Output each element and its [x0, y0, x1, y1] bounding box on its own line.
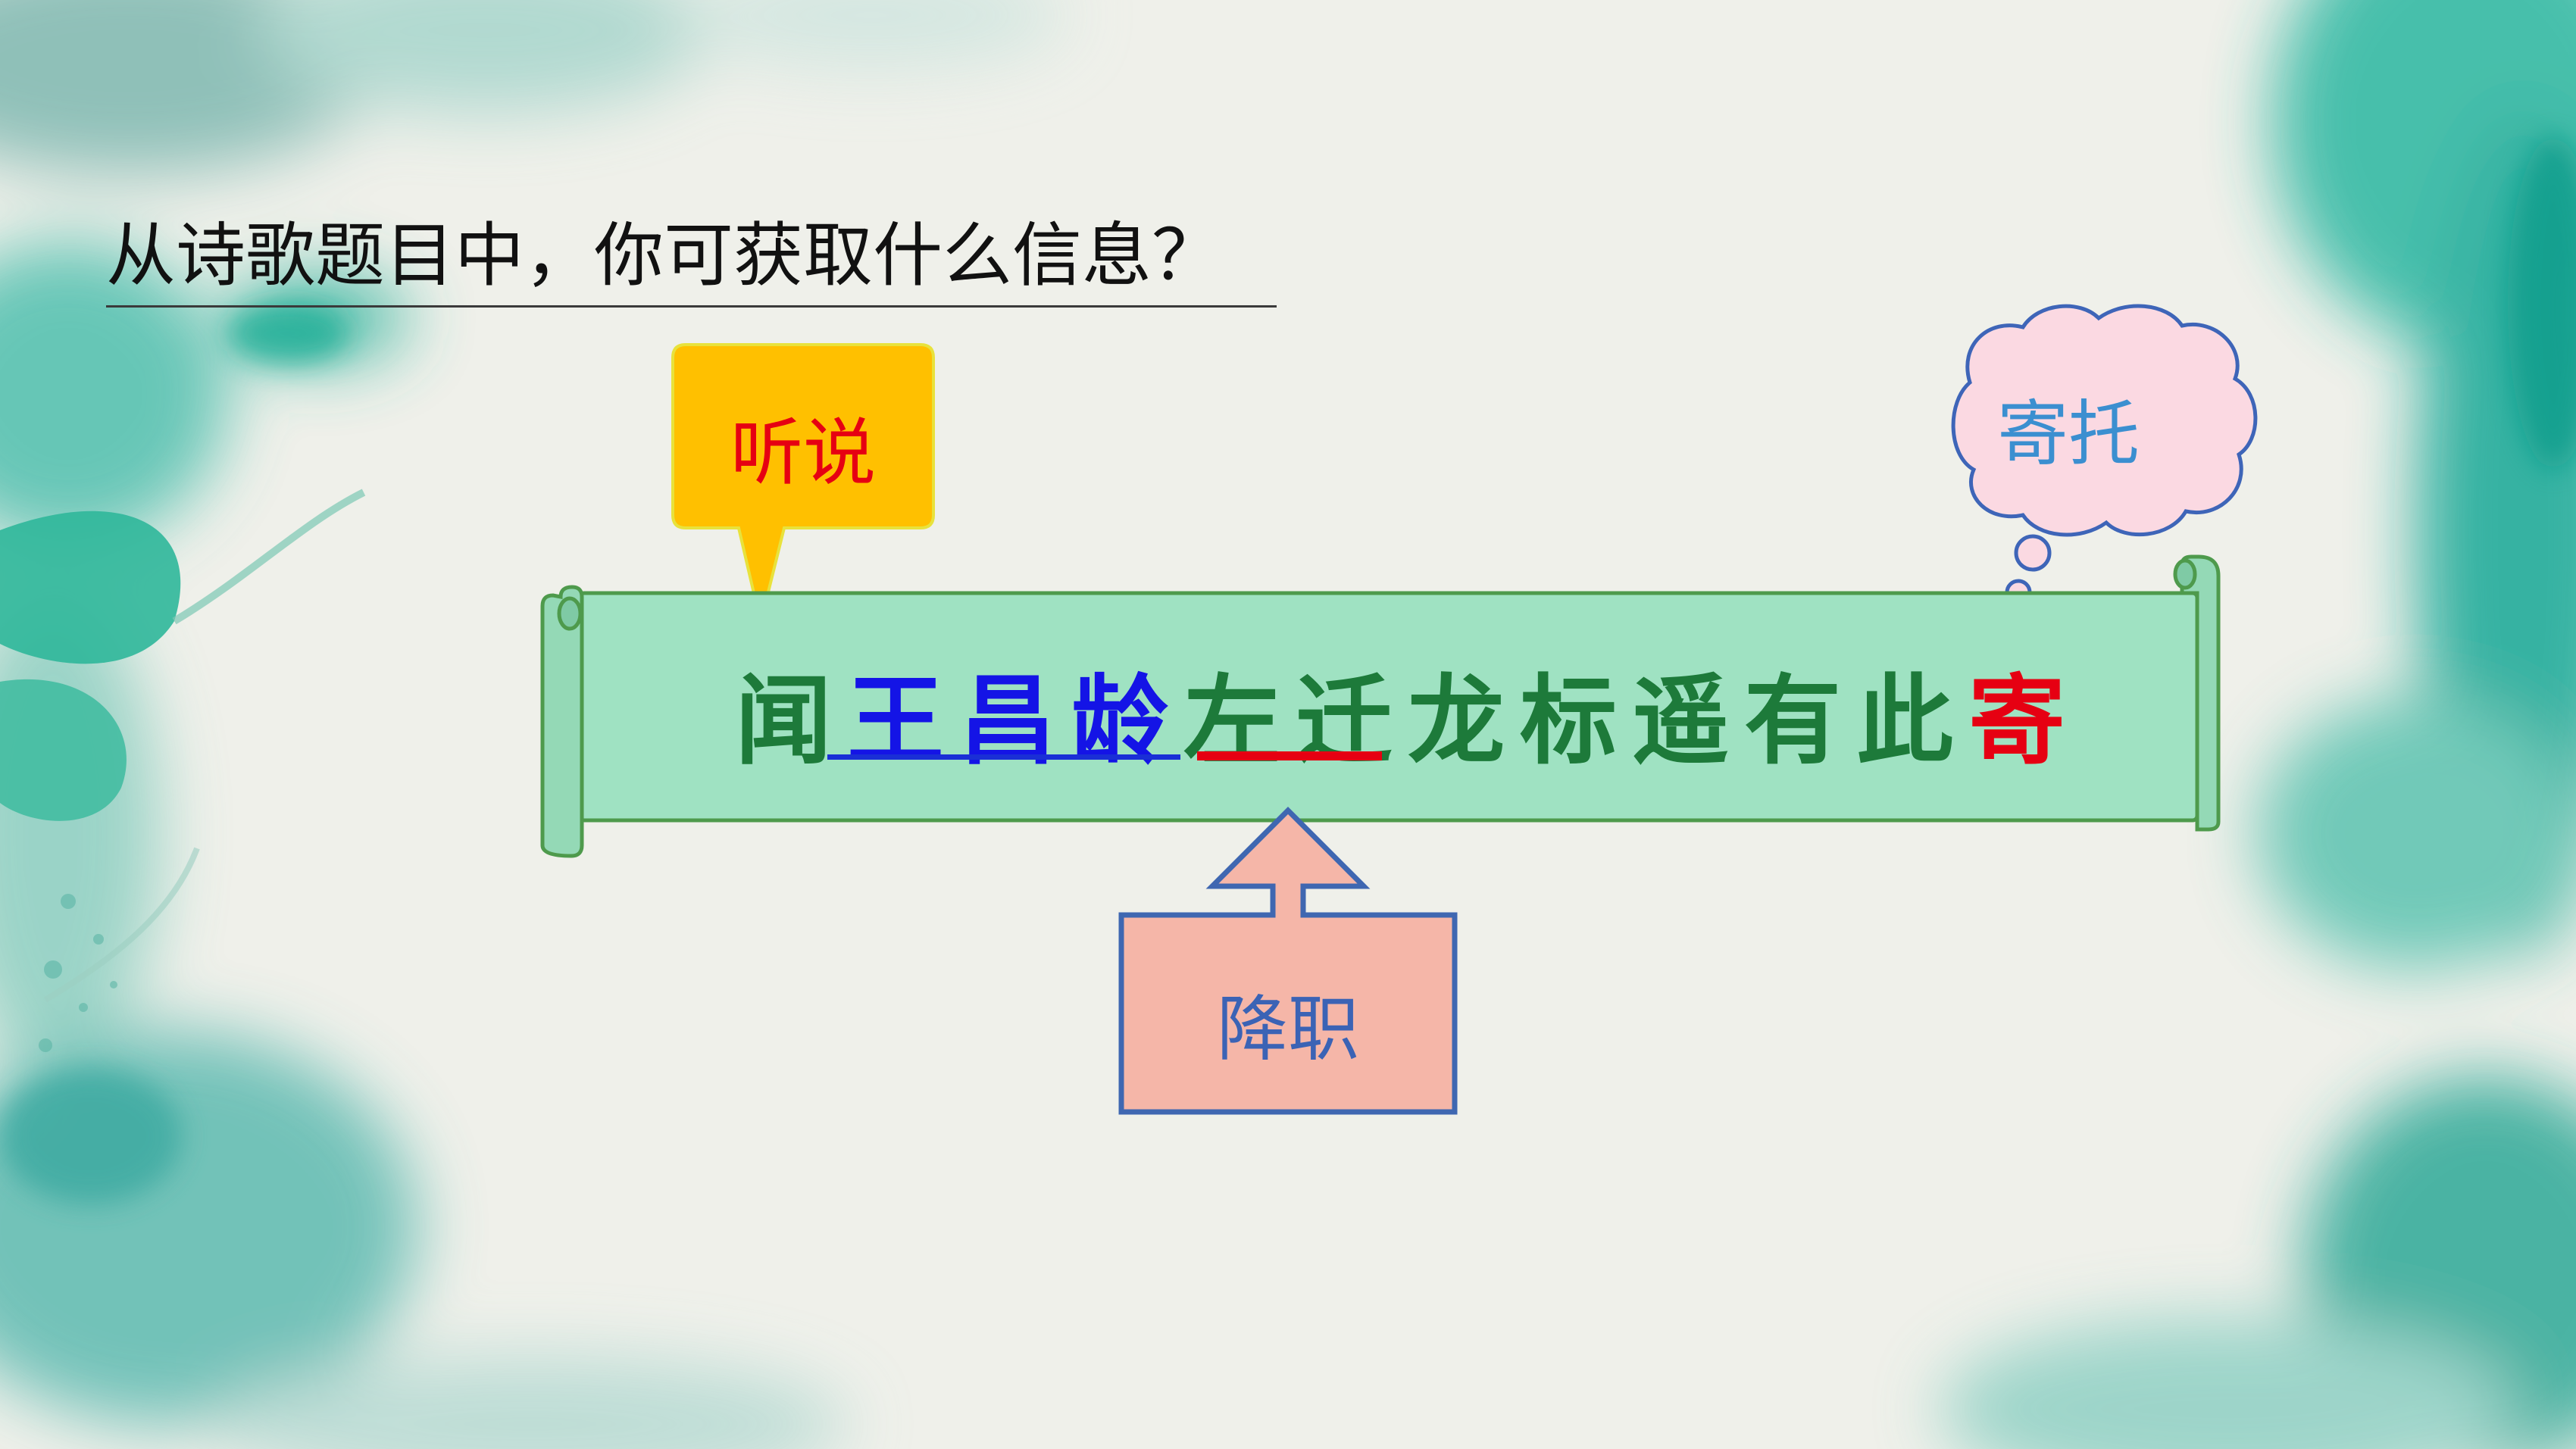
entrust-thought-cloud	[1951, 304, 2258, 629]
poem-title-char: 左	[1183, 664, 1280, 778]
poem-title-char: 寄	[1968, 664, 2065, 778]
poem-title-char: 此	[1855, 664, 1953, 778]
demotion-arrow-callout	[1118, 807, 1458, 1115]
name-underline	[827, 754, 1180, 760]
poem-title-char: 龙	[1407, 664, 1505, 778]
poem-title-char: 闻	[734, 664, 832, 778]
demotion-label: 降职	[1216, 988, 1359, 1071]
poem-title-char: 遥	[1631, 664, 1729, 778]
poem-title-char: 有	[1743, 664, 1841, 778]
question-text: 从诗歌题目中，你可获取什么信息？	[106, 215, 1222, 296]
hear-label: 听说	[730, 411, 876, 495]
poem-title-char: 龄	[1071, 664, 1168, 778]
poem-title-scroll	[540, 554, 2221, 858]
poem-title-char: 昌	[958, 664, 1056, 778]
entrust-label: 寄托	[1996, 393, 2140, 476]
poem-title-char: 迁	[1295, 664, 1393, 778]
hear-speech-bubble	[671, 343, 935, 623]
poem-title-char: 标	[1519, 664, 1617, 778]
question-underline	[106, 305, 1277, 308]
poem-title-char: 王	[846, 664, 944, 778]
demotion-underline	[1197, 751, 1382, 760]
